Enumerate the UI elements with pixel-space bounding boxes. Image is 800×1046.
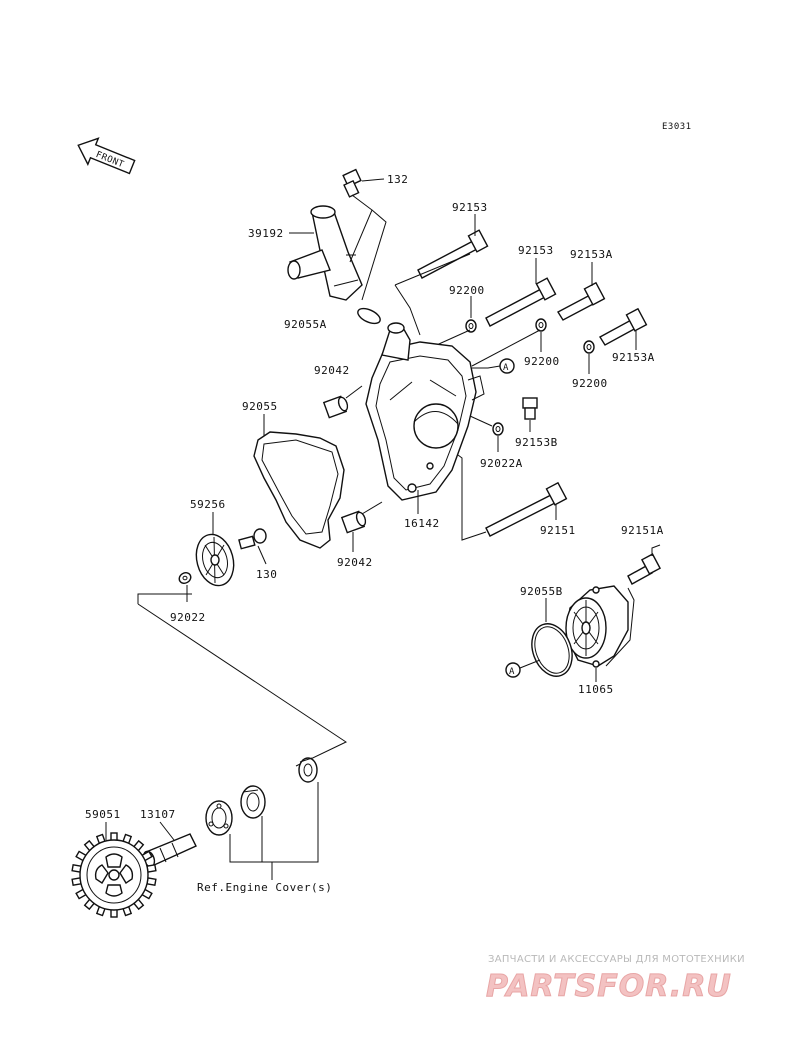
label-11065: 11065 bbox=[578, 683, 614, 696]
bolt-132-icon bbox=[342, 168, 362, 198]
ref-a-marker-lower bbox=[505, 662, 521, 678]
dowel-pin-92042-lower-icon bbox=[340, 510, 367, 534]
o-ring-92055b-icon bbox=[531, 623, 573, 677]
oil-seal-icon bbox=[298, 757, 318, 783]
bolt-92153-lower-icon bbox=[485, 277, 557, 327]
ref-a-lower-label: A bbox=[509, 667, 515, 677]
label-92022a: 92022A bbox=[480, 457, 523, 470]
bolt-92151a-icon bbox=[627, 553, 662, 585]
ref-a-marker-upper bbox=[499, 358, 515, 374]
label-92153b: 92153B bbox=[515, 436, 558, 449]
label-92151: 92151 bbox=[540, 524, 576, 537]
bearing-middle-icon bbox=[240, 785, 266, 819]
label-59051: 59051 bbox=[85, 808, 121, 821]
label-16142: 16142 bbox=[404, 517, 440, 530]
label-92200-2: 92200 bbox=[524, 355, 560, 368]
pump-cover-16142 bbox=[365, 322, 485, 501]
label-92153-1: 92153 bbox=[452, 201, 488, 214]
water-pipe-39192 bbox=[287, 205, 363, 301]
washer-92022a-icon bbox=[492, 422, 504, 436]
label-92055: 92055 bbox=[242, 400, 278, 413]
o-ring-92055a-icon bbox=[357, 307, 381, 325]
label-39192: 39192 bbox=[248, 227, 284, 240]
bolt-92151-icon bbox=[485, 481, 568, 537]
washer-92200-3-icon bbox=[583, 340, 595, 354]
washer-92200-2-icon bbox=[535, 318, 547, 332]
front-arrow-icon: FRONT bbox=[77, 137, 136, 175]
label-13107: 13107 bbox=[140, 808, 176, 821]
bearing-left-icon bbox=[205, 800, 233, 836]
watermark-tagline: ЗАПЧАСТИ И АКСЕССУАРЫ ДЛЯ МОТОТЕХНИКИ bbox=[488, 954, 745, 965]
label-92153-2: 92153 bbox=[518, 244, 554, 257]
label-132: 132 bbox=[387, 173, 408, 186]
label-92022: 92022 bbox=[170, 611, 206, 624]
dowel-pin-92042-upper-icon bbox=[322, 395, 349, 419]
bolt-92153b-icon bbox=[522, 397, 538, 420]
bolt-130-icon bbox=[238, 528, 267, 550]
label-92200-1: 92200 bbox=[449, 284, 485, 297]
ref-a-upper-label: A bbox=[503, 363, 509, 373]
label-92042-1: 92042 bbox=[314, 364, 350, 377]
label-92200-3: 92200 bbox=[572, 377, 608, 390]
bolt-92153a-upper-icon bbox=[557, 281, 606, 321]
label-92055a: 92055A bbox=[284, 318, 327, 331]
watermark-brand: PARTSFOR.RU bbox=[486, 969, 732, 1004]
label-92153a-2: 92153A bbox=[612, 351, 655, 364]
bolt-92153a-lower-icon bbox=[599, 307, 648, 346]
ref-engine-cover-label: Ref.Engine Cover(s) bbox=[197, 881, 332, 894]
diagram-code: E3031 bbox=[662, 122, 692, 132]
bolt-92153-upper-icon bbox=[417, 229, 489, 279]
pump-housing-11065 bbox=[565, 585, 629, 668]
label-59256: 59256 bbox=[190, 498, 226, 511]
label-92151a: 92151A bbox=[621, 524, 664, 537]
washer-92022-icon bbox=[178, 572, 192, 584]
gasket-92055-icon bbox=[253, 431, 345, 549]
impeller-59256-icon bbox=[195, 533, 235, 587]
label-92055b: 92055B bbox=[520, 585, 563, 598]
washer-92200-1-icon bbox=[465, 319, 477, 333]
drive-gear-59051-icon bbox=[71, 832, 157, 918]
label-130: 130 bbox=[256, 568, 277, 581]
shaft-13107-icon bbox=[142, 833, 197, 868]
label-92153a-1: 92153A bbox=[570, 248, 613, 261]
label-92042-2: 92042 bbox=[337, 556, 373, 569]
